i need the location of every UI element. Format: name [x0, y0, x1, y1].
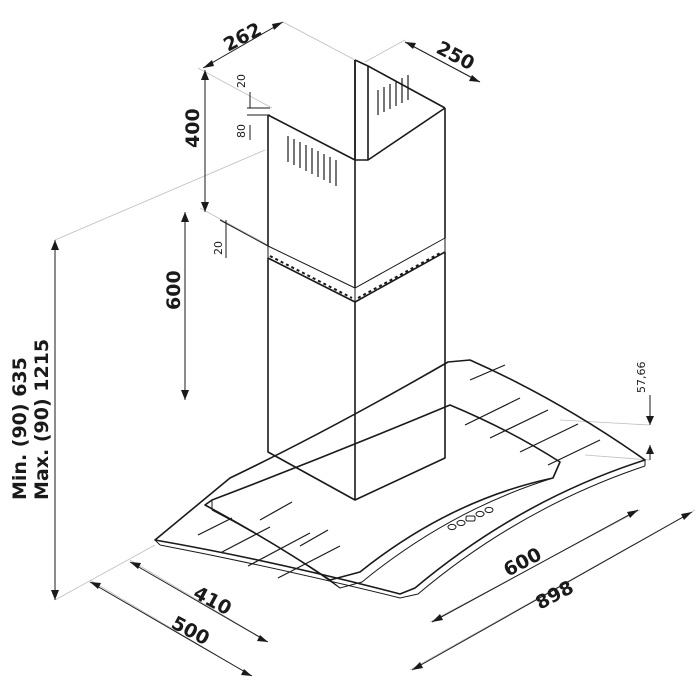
guide-lines: [54, 21, 696, 676]
dimension-lines: [51, 21, 693, 677]
dim-chimney-width: 262: [220, 18, 265, 56]
dim-vent-offset: 80: [235, 124, 248, 138]
dim-total-depth: 500: [168, 612, 213, 650]
dim-min-height: Min. (90) 635: [9, 357, 31, 500]
control-button-icon: [447, 523, 457, 531]
vent-slots-left: [287, 136, 337, 186]
control-button-icon: [475, 510, 485, 518]
dim-glass-thickness: 57,66: [635, 362, 648, 394]
hood-body: [204, 404, 561, 589]
dim-lower-chimney-height: 600: [163, 270, 185, 310]
control-panel: [447, 506, 494, 531]
chimney: [267, 59, 446, 501]
dim-overlap: 20: [212, 241, 225, 255]
vent-slots-right: [377, 75, 409, 115]
dim-upper-chimney-height: 400: [182, 108, 204, 148]
glass-canopy: [154, 359, 646, 599]
dim-body-depth: 410: [190, 582, 235, 620]
control-button-icon: [484, 506, 494, 514]
control-display-icon: [465, 515, 476, 522]
dim-total-width: 898: [532, 576, 577, 614]
control-button-icon: [456, 519, 466, 527]
dimension-labels: 262 250 400 20 80 20 600 57,66 600 898 4…: [9, 18, 648, 650]
dim-max-height: Max. (90) 1215: [31, 339, 53, 500]
dim-body-width: 600: [500, 543, 545, 581]
dim-top-gap: 20: [235, 74, 248, 88]
